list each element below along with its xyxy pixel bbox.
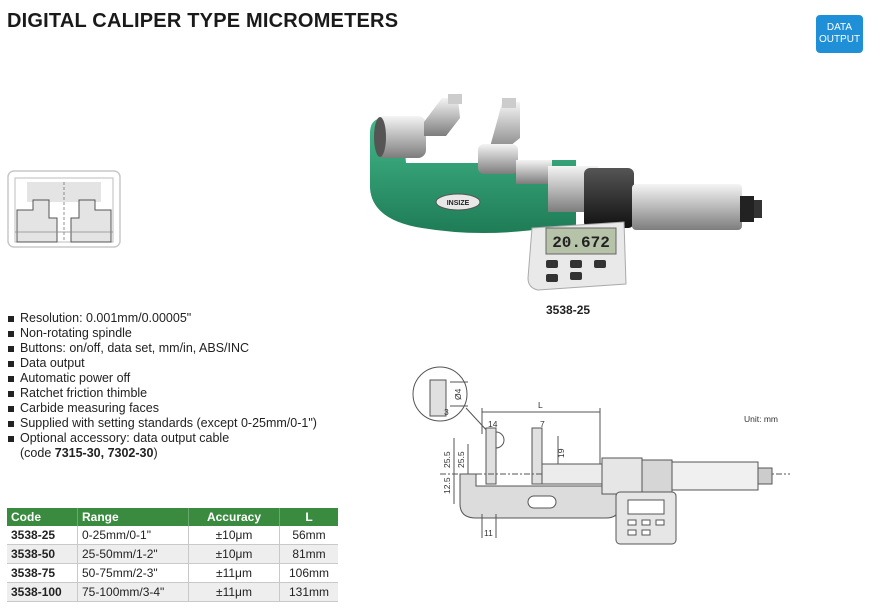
- bullet-icon: [8, 391, 14, 397]
- list-item: Carbide measuring faces: [8, 401, 317, 416]
- list-item: Automatic power off: [8, 371, 317, 386]
- list-item: Optional accessory: data output cable: [8, 431, 317, 446]
- table-header-row: Code Range Accuracy L: [7, 508, 338, 526]
- dim-25-5-left: 25.5: [442, 451, 452, 468]
- dim-12-5: 12.5: [442, 477, 452, 494]
- technical-drawing: Ø4 3 L Unit: mm 14 7 19 25.5 25.5 12.5 1…: [412, 366, 790, 545]
- table-row: 3538-75 50-75mm/2-3" ±11μm 106mm: [7, 563, 338, 583]
- bullet-icon: [8, 361, 14, 367]
- cell-accuracy: ±11μm: [188, 563, 280, 583]
- lcd-reading: 20.672: [552, 234, 610, 252]
- jaw-profile-diagram: [7, 170, 121, 248]
- cell-code: 3538-75: [7, 563, 78, 583]
- bullet-icon: [8, 436, 14, 442]
- bullet-icon: [8, 331, 14, 337]
- dim-25-5-right: 25.5: [456, 451, 466, 468]
- cell-range: 75-100mm/3-4": [77, 582, 189, 602]
- bullet-icon: [8, 406, 14, 412]
- badge-line1: DATA: [826, 22, 853, 33]
- list-item: Resolution: 0.001mm/0.00005": [8, 311, 317, 326]
- cell-range: 50-75mm/2-3": [77, 563, 189, 583]
- bullet-icon: [8, 316, 14, 322]
- col-header-l: L: [279, 508, 338, 526]
- cell-code: 3538-25: [7, 526, 78, 545]
- cell-l: 81mm: [279, 544, 338, 564]
- bullet-icon: [8, 421, 14, 427]
- bullet-icon: [8, 376, 14, 382]
- page-title: DIGITAL CALIPER TYPE MICROMETERS: [7, 10, 399, 32]
- cell-code: 3538-50: [7, 544, 78, 564]
- cell-l: 106mm: [279, 563, 338, 583]
- cell-range: 0-25mm/0-1": [77, 526, 189, 545]
- feature-list: Resolution: 0.001mm/0.00005" Non-rotatin…: [8, 311, 317, 461]
- dim-7: 7: [540, 419, 545, 429]
- photo-caption: 3538-25: [546, 303, 591, 317]
- list-item: Buttons: on/off, data set, mm/in, ABS/IN…: [8, 341, 317, 356]
- brand-logo: INSIZE: [447, 200, 470, 207]
- cell-accuracy: ±11μm: [188, 582, 280, 602]
- cell-accuracy: ±10μm: [188, 544, 280, 564]
- list-item: Ratchet friction thimble: [8, 386, 317, 401]
- col-header-accuracy: Accuracy: [188, 508, 280, 526]
- table-row: 3538-25 0-25mm/0-1" ±10μm 56mm: [7, 526, 338, 545]
- product-photo: 20.672 INSIZE: [370, 94, 762, 291]
- dim-L: L: [538, 400, 543, 410]
- dim-11: 11: [484, 528, 493, 538]
- cell-l: 56mm: [279, 526, 338, 545]
- cell-l: 131mm: [279, 582, 338, 602]
- spec-table: Code Range Accuracy L 3538-25 0-25mm/0-1…: [7, 508, 338, 602]
- table-row: 3538-50 25-50mm/1-2" ±10μm 81mm: [7, 544, 338, 564]
- cell-accuracy: ±10μm: [188, 526, 280, 545]
- accessory-codes: (code 7315-30, 7302-30): [20, 446, 158, 460]
- dim-19: 19: [556, 448, 566, 458]
- col-header-range: Range: [77, 508, 189, 526]
- data-output-badge: DATA OUTPUT: [816, 15, 863, 53]
- list-item: Non-rotating spindle: [8, 326, 317, 341]
- dim-phi4: Ø4: [453, 388, 463, 400]
- unit-label: Unit: mm: [744, 414, 778, 424]
- list-item: Supplied with setting standards (except …: [8, 416, 317, 431]
- badge-line2: OUTPUT: [818, 34, 861, 45]
- dim-14: 14: [488, 419, 498, 429]
- dim-3: 3: [444, 407, 449, 417]
- cell-code: 3538-100: [7, 582, 78, 602]
- bullet-icon: [8, 346, 14, 352]
- table-row: 3538-100 75-100mm/3-4" ±11μm 131mm: [7, 582, 338, 602]
- cell-range: 25-50mm/1-2": [77, 544, 189, 564]
- list-item: Data output: [8, 356, 317, 371]
- col-header-code: Code: [7, 508, 78, 526]
